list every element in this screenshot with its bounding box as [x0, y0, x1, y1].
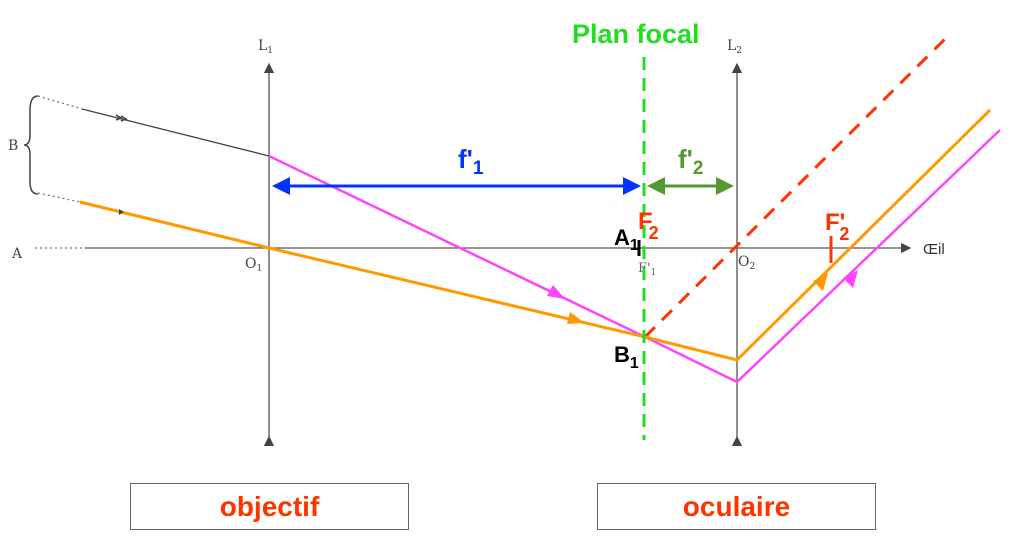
arrowhead-pink-1 [547, 285, 565, 299]
plan-focal-label: Plan focal [572, 19, 700, 49]
arrowhead-orange-1 [567, 312, 585, 324]
ray-orange [79, 108, 992, 362]
incident-ray-black [81, 108, 270, 157]
objectif-box: objectif [130, 483, 409, 530]
F2p-label: F'2 [825, 209, 849, 244]
F1p-label: F'1 [638, 261, 656, 278]
A-label: A [11, 246, 23, 262]
B-label: B [8, 138, 18, 154]
double-arrow-mark [115, 114, 128, 122]
arrowhead-orange-0 [119, 209, 124, 215]
oculaire-box: oculaire [597, 483, 876, 530]
brace-B [23, 95, 39, 195]
A1-label: A1 [614, 225, 639, 254]
ray-dotted-top [37, 95, 83, 110]
L1-label: L1 [258, 38, 273, 56]
ray-dotted-bottom [37, 192, 81, 203]
f1-label: f'1 [458, 144, 484, 179]
O2-label: O2 [738, 254, 755, 272]
L2-label: L2 [727, 38, 742, 56]
B1-label: B1 [614, 342, 639, 372]
arrowhead-pink-2 [843, 270, 858, 288]
f2-label: f'2 [678, 144, 703, 179]
arrowhead-orange-2 [813, 273, 828, 291]
O1-label: O1 [245, 256, 262, 274]
ray-pink [268, 129, 1001, 384]
F2-label: F2 [638, 208, 659, 243]
oeil-label: Œil [923, 241, 945, 258]
